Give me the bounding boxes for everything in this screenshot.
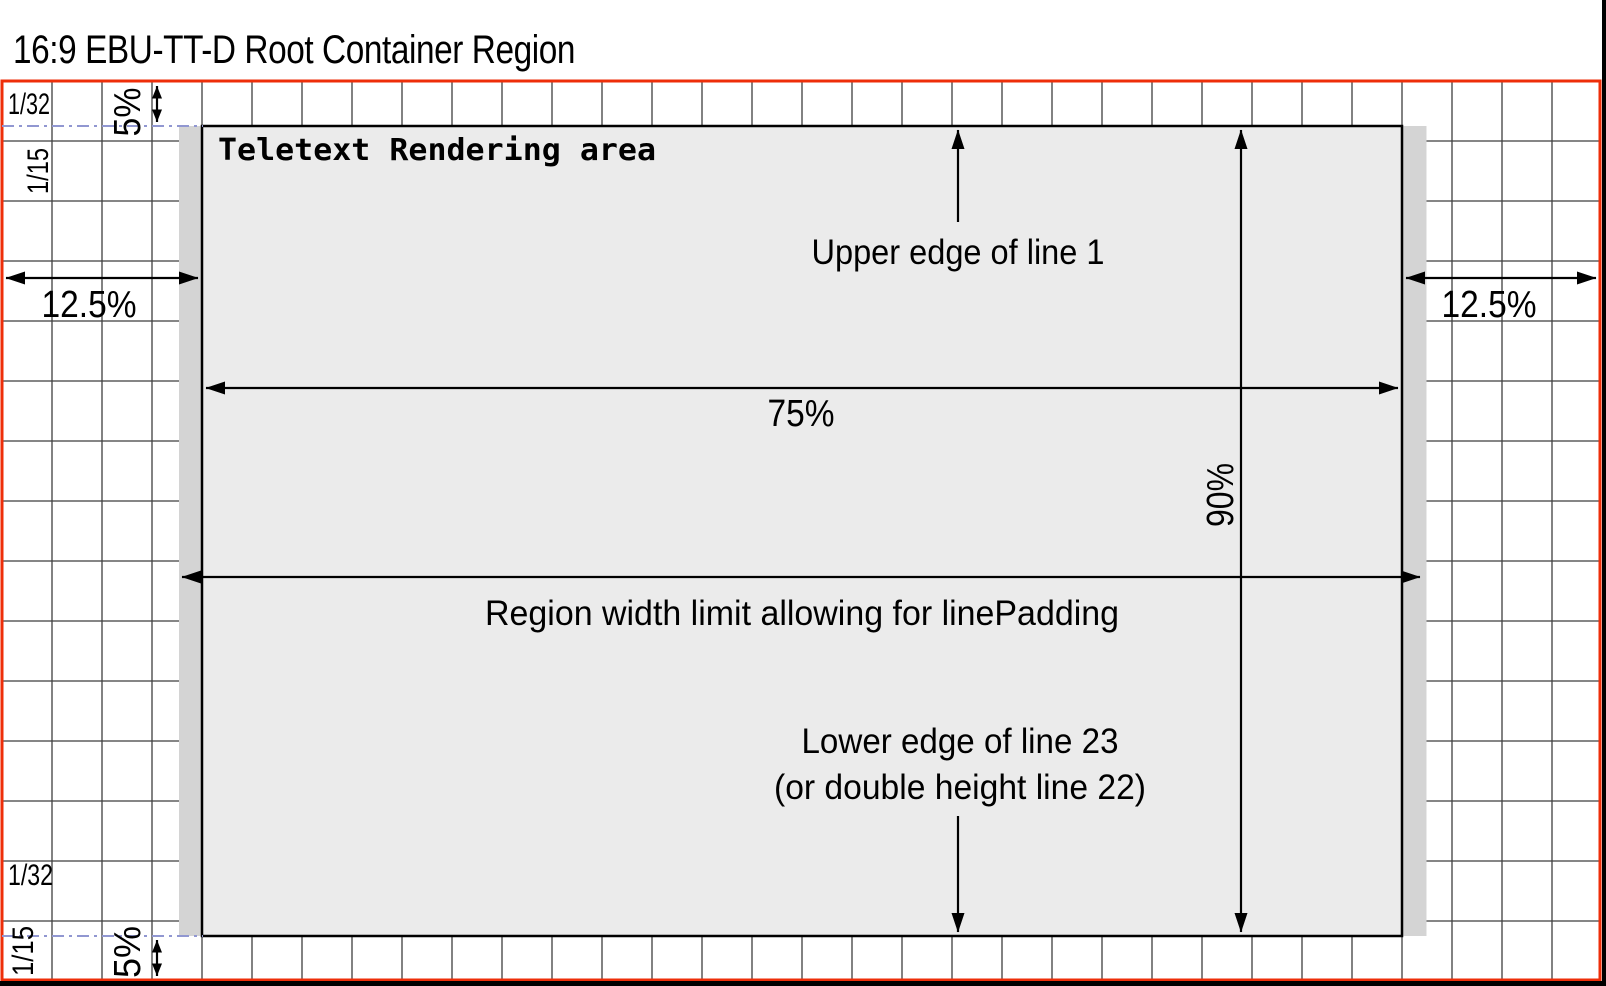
image-edge-bottom [0,981,1606,986]
lower-edge-label-line2: (or double height line 22) [774,768,1146,807]
root-container-frame [0,79,1602,982]
teletext-area-label: Teletext Rendering area [218,133,656,168]
region-width-limit-label: Region width limit allowing for linePadd… [485,594,1119,633]
left-margin-value: 12.5% [42,284,137,326]
cell-height-label-top: 1/15 [22,148,55,194]
line-padding-strip-right [1402,126,1427,936]
area-height-value: 90% [1200,463,1242,527]
teletext-rendering-area [200,124,1404,938]
line-padding-strip-left [179,126,202,936]
upper-edge-label: Upper edge of line 1 [812,233,1105,272]
image-edge-right [1602,0,1606,986]
cell-width-label-bottom: 1/32 [8,859,53,892]
cell-width-label-top: 1/32 [8,88,50,121]
bottom-margin-value: 5% [107,926,149,978]
lower-edge-label-line1: Lower edge of line 23 [802,722,1119,761]
cell-height-label-bottom: 1/15 [7,926,40,976]
area-width-value: 75% [768,393,835,435]
right-margin-value: 12.5% [1442,284,1537,326]
top-margin-value: 5% [107,88,149,137]
page-title: 16:9 EBU-TT-D Root Container Region [13,28,575,72]
